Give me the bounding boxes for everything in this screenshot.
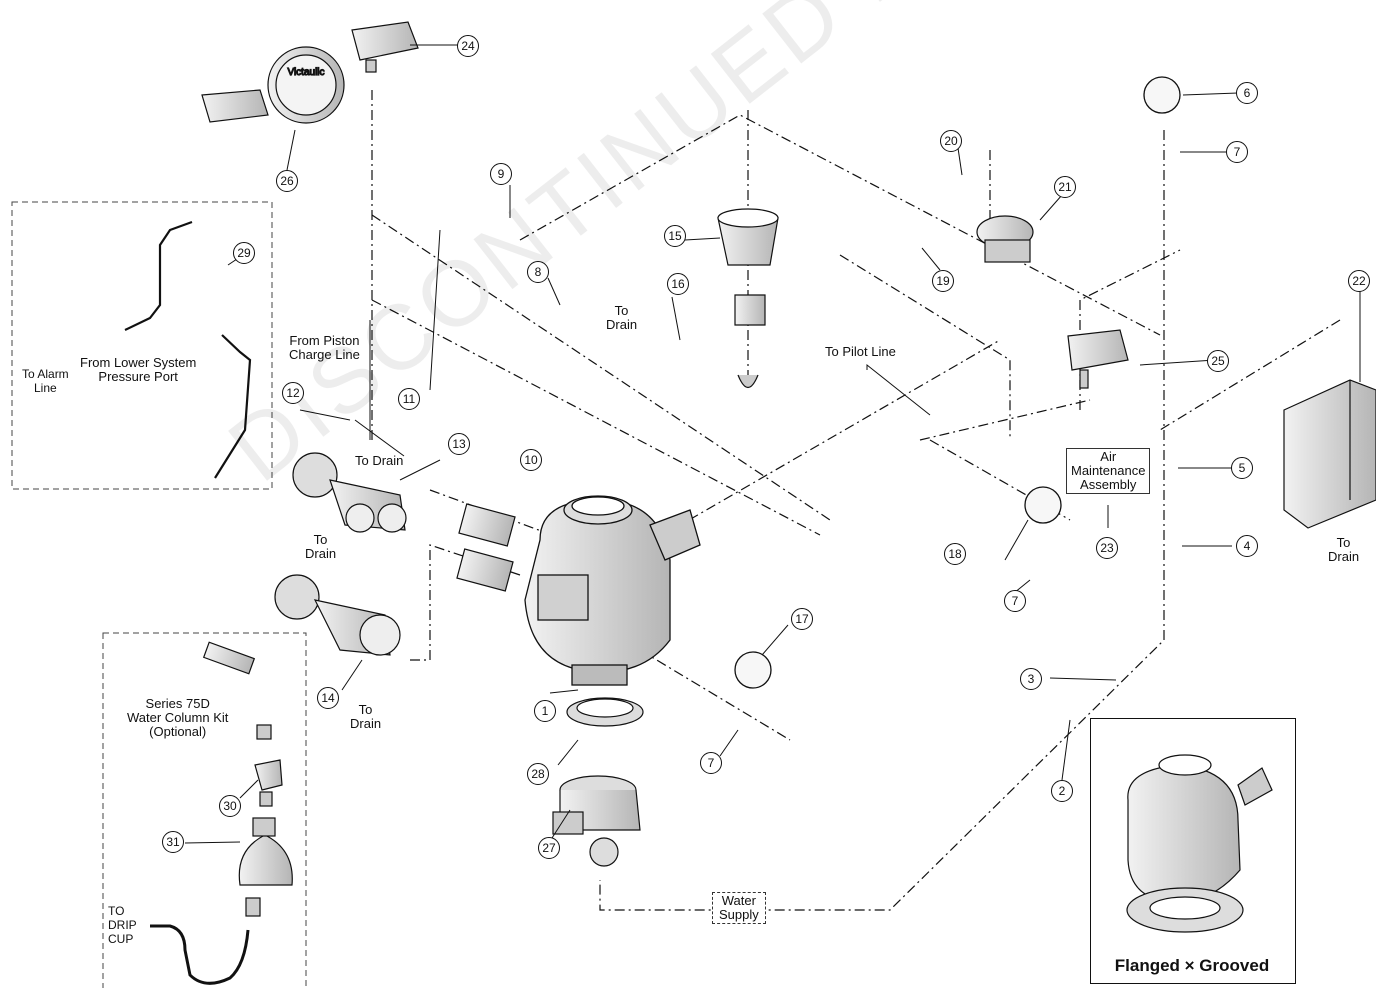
valve-body-1 [524,495,701,686]
label-series-75d: Series 75D Water Column Kit (Optional) [127,696,229,739]
callout-22: 22 [1348,270,1370,292]
callout-12: 12 [282,382,304,404]
callout-4: 4 [1236,535,1258,557]
callout-10: 10 [520,449,542,471]
callout-24: 24 [457,35,479,57]
label-water-supply: Water Supply [712,892,766,924]
label-air-maintenance: Air Maintenance Assembly [1066,448,1151,494]
label-to-drain-14: To Drain [350,702,382,731]
coupling-28 [566,697,644,727]
callout-15: 15 [664,225,686,247]
label-to-alarm-line: To Alarm Line [22,367,69,395]
funnel-15 [717,208,779,389]
callout-18: 18 [944,543,966,565]
callout-13: 13 [448,433,470,455]
pipe-centerlines [371,90,1341,911]
label-to-pilot-line: To Pilot Line [825,344,896,359]
callout-29: 29 [233,242,255,264]
inset-frame [1090,718,1296,984]
label-to-drip-cup: TO DRIP CUP [108,904,137,946]
callout-14: 14 [317,687,339,709]
label-to-drain-12: To Drain [355,453,404,468]
label-to-drain-16: To Drain [606,303,638,332]
callout-7a: 7 [1226,141,1248,163]
callout-30: 30 [219,795,241,817]
svg-text:Victaulic: Victaulic [287,67,324,78]
label-flanged-grooved: Flanged × Grooved [1114,956,1270,975]
callout-27: 27 [538,837,560,859]
callout-17: 17 [791,608,813,630]
callout-7b: 7 [1004,590,1026,612]
pressure-switch-24 [351,21,419,73]
callout-1: 1 [534,700,556,722]
water-motor-alarm-26: Victaulic [201,46,345,124]
pressure-gauges [734,76,1181,689]
callout-21: 21 [1054,176,1076,198]
adapter-27 [552,775,641,867]
callout-8: 8 [527,261,549,283]
callout-16: 16 [667,273,689,295]
callout-31: 31 [162,831,184,853]
callout-19: 19 [932,270,954,292]
air-maintenance-switch-25 [1067,329,1129,389]
kit-boxes [11,201,307,993]
gate-valve-13 [292,452,407,533]
gate-valve-14 [274,574,401,656]
callout-9: 9 [490,163,512,185]
inset-valve [1126,754,1273,933]
callout-11: 11 [398,388,420,410]
water-column-kit [150,641,293,985]
callout-6: 6 [1236,82,1258,104]
label-to-drain-13: To Drain [305,532,337,561]
label-to-drain-22: To Drain [1328,535,1360,564]
callout-26: 26 [276,170,298,192]
accelerator-21 [976,215,1034,263]
callout-23: 23 [1096,537,1118,559]
nipples [456,503,516,592]
callout-25: 25 [1207,350,1229,372]
tubing-29 [124,220,252,479]
callout-28: 28 [527,763,549,785]
callout-5: 5 [1231,457,1253,479]
callout-7c: 7 [700,752,722,774]
label-from-piston: From Piston Charge Line [289,333,360,362]
callout-3: 3 [1020,668,1042,690]
label-from-lower-system: From Lower System Pressure Port [80,355,197,384]
cabinet-22 [1283,379,1376,529]
callout-20: 20 [940,130,962,152]
callout-2: 2 [1051,780,1073,802]
